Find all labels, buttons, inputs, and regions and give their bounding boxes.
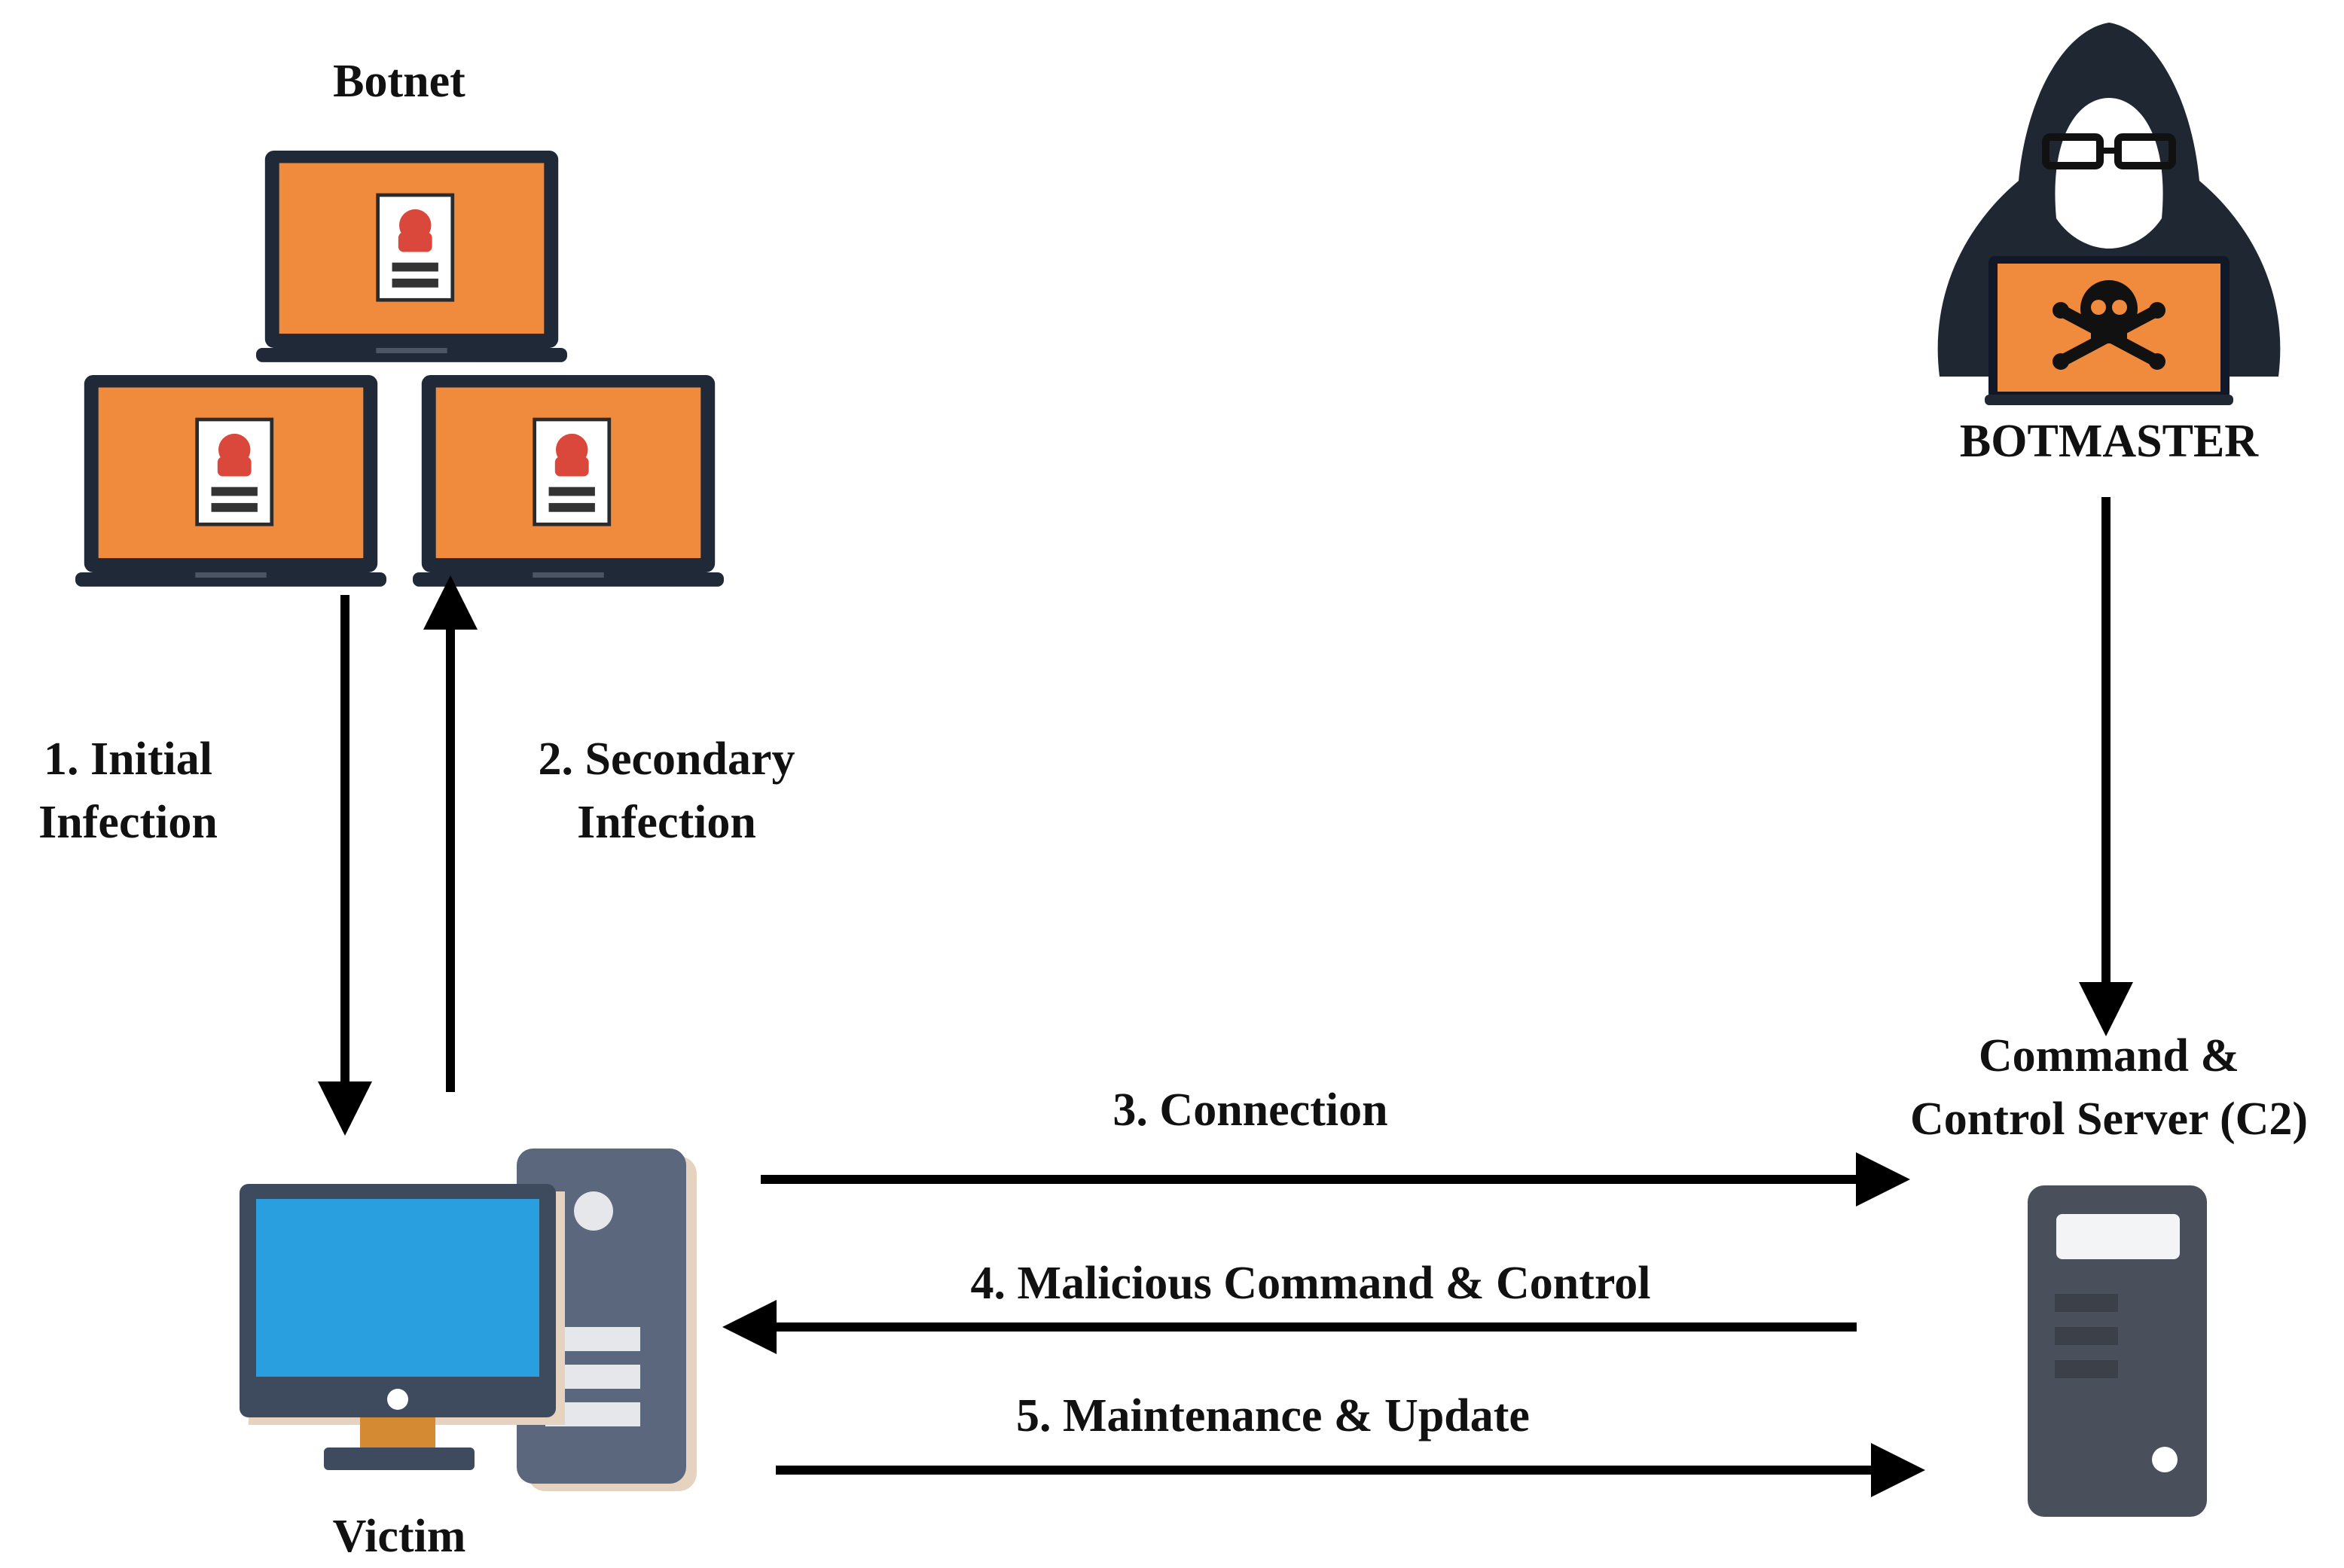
step2-label-line1: 2. Secondary [538,734,795,785]
step1-label-line2: Infection [38,797,218,848]
step5-label: 5. Maintenance & Update [1016,1390,1530,1441]
laptop-icon [75,375,386,587]
hacker-icon [1937,23,2281,405]
desktop-computer-icon [240,1149,697,1491]
step3-label: 3. Connection [1112,1084,1388,1136]
server-tower-icon [2028,1185,2207,1517]
step2-label-line2: Infection [577,797,756,848]
c2-label-line2: Control Server (C2) [1909,1094,2309,1145]
botmaster-label: BOTMASTER [1959,416,2259,467]
victim-label: Victim [332,1511,466,1562]
botnet-label: Botnet [333,56,465,107]
step4-label: 4. Malicious Command & Control [970,1258,1651,1309]
skull-crossbones-icon [2053,280,2165,370]
c2-label-line1: Command & [1978,1030,2240,1081]
step1-label-line1: 1. Initial [44,734,212,785]
laptop-icon [413,375,724,587]
laptop-icon [256,151,567,362]
